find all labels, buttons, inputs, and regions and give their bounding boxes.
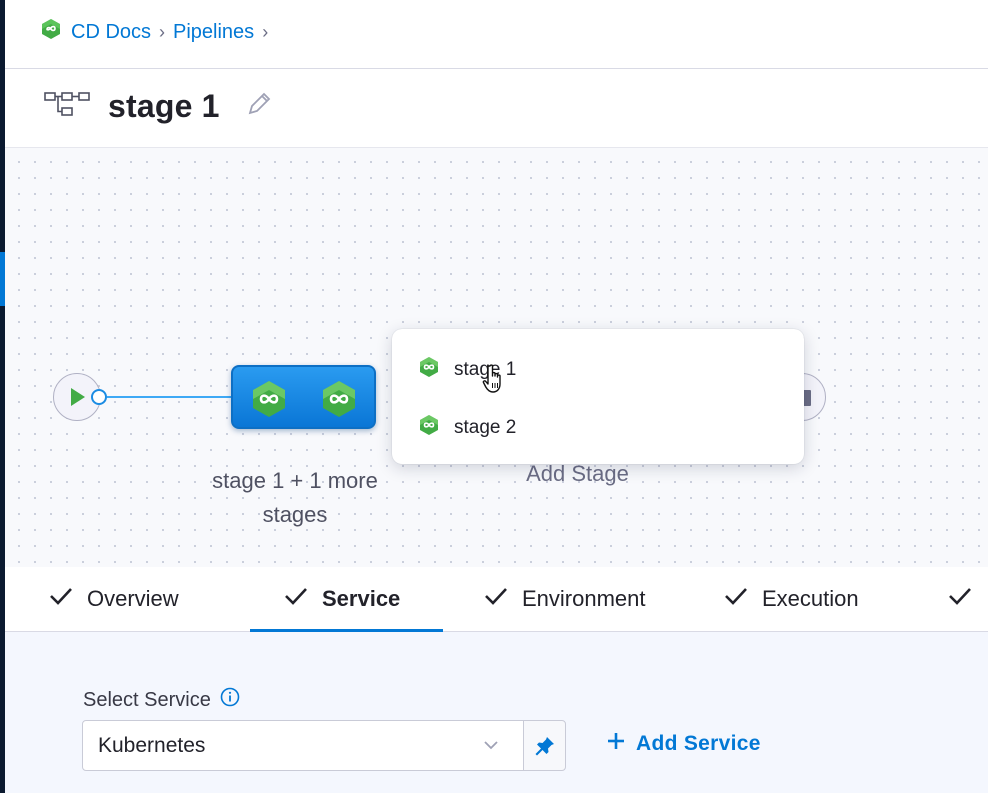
breadcrumb: CD Docs › Pipelines › xyxy=(40,18,276,46)
pipeline-canvas[interactable] xyxy=(5,147,988,567)
popover-item-stage-1[interactable]: stage 1 xyxy=(418,356,516,384)
add-service-label: Add Service xyxy=(636,732,761,755)
left-rail-active-indicator xyxy=(0,252,5,306)
service-select[interactable]: Kubernetes xyxy=(82,720,524,771)
pin-button[interactable] xyxy=(523,720,566,771)
tab-overview[interactable]: Overview xyxy=(49,586,179,612)
popover-item-label: stage 1 xyxy=(454,359,517,380)
stage-title-row: stage 1 xyxy=(44,88,272,125)
tab-execution[interactable]: Execution xyxy=(724,586,859,612)
stage-group-node[interactable] xyxy=(231,365,376,429)
page-title: stage 1 xyxy=(108,88,220,124)
info-icon[interactable] xyxy=(220,687,240,713)
breadcrumb-cd-docs[interactable]: CD Docs xyxy=(71,20,152,43)
tab-label: Service xyxy=(322,586,401,611)
stage-hex-icon xyxy=(418,356,440,384)
check-icon xyxy=(948,586,972,612)
popover-item-label: stage 2 xyxy=(454,417,517,438)
pipeline-stage-icon xyxy=(44,91,90,122)
plus-icon xyxy=(606,731,626,757)
edit-icon[interactable] xyxy=(246,91,272,122)
tab-label: Execution xyxy=(762,586,859,611)
left-rail xyxy=(0,0,5,793)
stage-2-hex-icon xyxy=(319,379,359,424)
popover-item-stage-2[interactable]: stage 2 xyxy=(418,414,516,442)
check-icon xyxy=(724,586,748,612)
tab-advanced-partial[interactable] xyxy=(948,586,986,612)
stage-group-popover: stage 1 stage 2 xyxy=(392,329,804,464)
stop-icon xyxy=(803,390,811,406)
field-label-text: Select Service xyxy=(83,688,211,711)
cd-module-icon xyxy=(40,18,62,46)
connector-line xyxy=(107,396,231,398)
select-service-label: Select Service xyxy=(83,687,240,713)
check-icon xyxy=(49,586,73,612)
add-stage-label[interactable]: Add Stage xyxy=(526,461,629,486)
add-service-button[interactable]: Add Service xyxy=(606,731,761,757)
check-icon xyxy=(484,586,508,612)
chevron-right-icon: › xyxy=(159,21,166,42)
service-select-value: Kubernetes xyxy=(98,734,206,757)
active-tab-underline xyxy=(250,629,443,632)
hand-cursor-icon xyxy=(482,364,506,399)
tab-label: Overview xyxy=(87,586,179,611)
page-header xyxy=(5,0,988,147)
stage-1-hex-icon xyxy=(249,379,289,424)
header-divider xyxy=(5,68,988,69)
chevron-right-icon: › xyxy=(262,21,269,42)
play-icon xyxy=(71,388,85,406)
breadcrumb-pipelines[interactable]: Pipelines xyxy=(173,20,255,43)
tab-label: Environment xyxy=(522,586,646,611)
stage-group-label: stage 1 + 1 more stages xyxy=(212,468,378,527)
stage-hex-icon xyxy=(418,414,440,442)
tab-environment[interactable]: Environment xyxy=(484,586,646,612)
check-icon xyxy=(284,586,308,612)
connector-dot xyxy=(91,389,107,405)
chevron-down-icon xyxy=(483,738,499,756)
tab-service[interactable]: Service xyxy=(284,586,400,612)
